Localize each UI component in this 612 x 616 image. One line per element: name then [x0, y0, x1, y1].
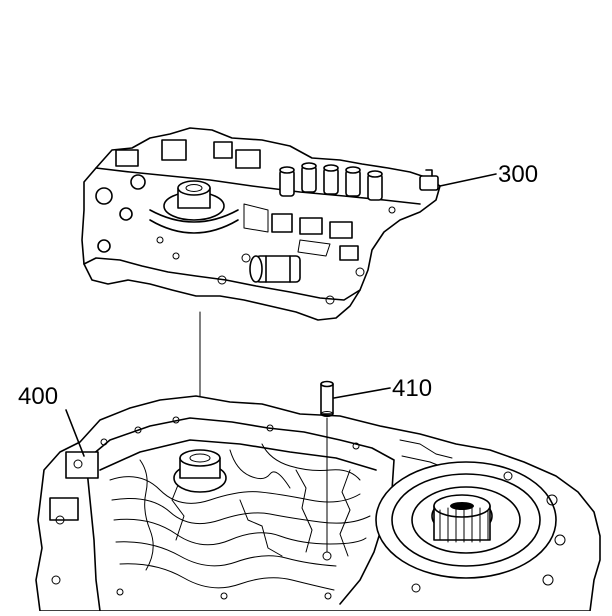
- callout-410: 410: [392, 375, 432, 402]
- callout-300: 300: [498, 161, 538, 188]
- valve-body: [81, 127, 441, 321]
- fluid-channels: [109, 439, 453, 591]
- drive-hub: [375, 461, 566, 593]
- callout-400: 400: [18, 383, 58, 410]
- alignment-pin: [320, 380, 334, 417]
- transmission-case: [35, 395, 601, 612]
- leader-line-400: [65, 409, 85, 457]
- valve-spools: [271, 162, 383, 261]
- leader-line-410: [333, 387, 391, 399]
- leader-line-300: [439, 173, 497, 187]
